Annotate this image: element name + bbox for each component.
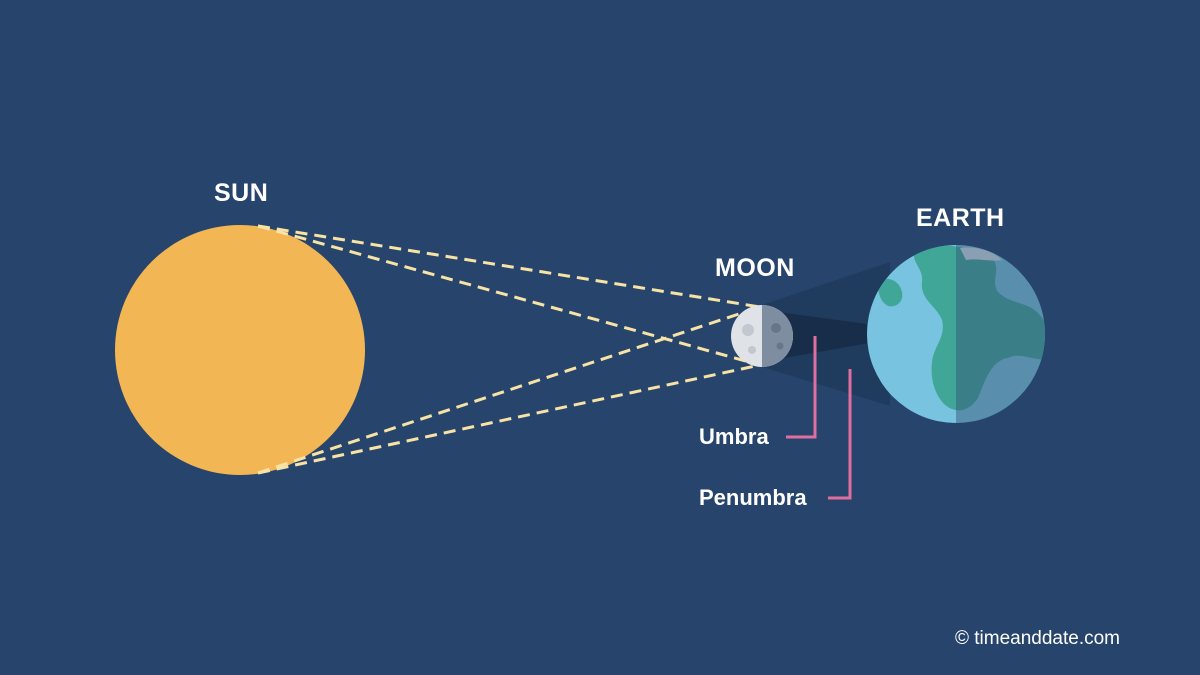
pointer-lines xyxy=(786,336,852,500)
earth-continent-west xyxy=(878,278,903,307)
earth-label: EARTH xyxy=(916,204,1005,232)
umbra-shadow xyxy=(762,310,875,362)
earth-continent-north xyxy=(913,245,1045,411)
copyright-credit: © timeanddate.com xyxy=(954,628,1120,649)
moon-crater xyxy=(776,342,784,350)
moon-label: MOON xyxy=(715,254,795,282)
moon-crater xyxy=(771,323,781,333)
umbra-label: Umbra xyxy=(699,424,769,449)
ray-outer-top xyxy=(257,224,761,309)
earth-ice-cap xyxy=(960,247,1002,261)
ray-cross-top xyxy=(257,224,761,367)
penumbra-pointer xyxy=(828,369,852,500)
earth-globe xyxy=(867,245,1045,423)
ray-outer-bottom xyxy=(257,363,761,475)
light-rays xyxy=(257,224,761,475)
penumbra-label: Penumbra xyxy=(699,485,807,510)
umbra-pointer xyxy=(786,336,817,439)
sun-disc xyxy=(115,225,365,475)
sun-label: SUN xyxy=(214,179,269,207)
moon-crater xyxy=(748,346,756,354)
ray-cross-bottom xyxy=(257,305,761,475)
moon-crater xyxy=(742,324,754,336)
